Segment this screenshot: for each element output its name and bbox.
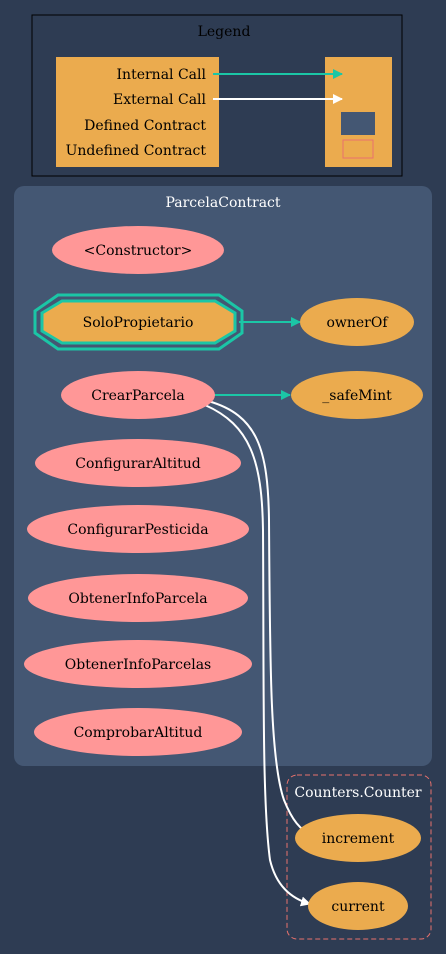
legend: Legend Internal Call External Call Defin…: [31, 14, 403, 177]
edges: [204, 317, 314, 907]
node-obtener-info-parcelas-label: ObtenerInfoParcelas: [65, 657, 211, 673]
node-obtener-info-parcela-label: ObtenerInfoParcela: [68, 591, 207, 607]
cluster-counters-counter-box: [286, 774, 432, 940]
legend-undefined-contract-label: Undefined Contract: [66, 143, 207, 159]
node-obtener-info-parcelas: ObtenerInfoParcelas: [24, 640, 252, 688]
node-current: current: [308, 882, 408, 930]
node-configurar-pesticida: ConfigurarPesticida: [27, 505, 249, 553]
node-increment-label: increment: [322, 831, 395, 847]
node-comprobar-altitud-label: ComprobarAltitud: [74, 725, 203, 741]
node-solo-propietario-label: SoloPropietario: [83, 315, 194, 331]
legend-external-call-label: External Call: [113, 92, 207, 108]
cluster-parcela-contract-title: ParcelaContract: [165, 195, 280, 211]
cluster-counters-counter: Counters.Counter: [286, 774, 432, 940]
legend-title: Legend: [198, 24, 251, 40]
node-crear-parcela-label: CrearParcela: [91, 388, 185, 404]
edge-crearparcela-increment: [207, 400, 314, 837]
node-configurar-pesticida-label: ConfigurarPesticida: [67, 522, 208, 538]
node-increment: increment: [295, 814, 421, 862]
edge-crearparcela-current: [204, 404, 311, 907]
node-crear-parcela: CrearParcela: [61, 371, 215, 419]
legend-internal-call-label: Internal Call: [117, 67, 207, 83]
node-safe-mint: _safeMint: [291, 371, 423, 419]
node-comprobar-altitud: ComprobarAltitud: [34, 708, 242, 756]
legend-defined-contract-swatch: [341, 112, 375, 135]
legend-label-panel: [56, 57, 219, 167]
cluster-counters-counter-title: Counters.Counter: [294, 785, 421, 801]
node-owner-of-label: ownerOf: [326, 315, 389, 331]
node-configurar-altitud-label: ConfigurarAltitud: [75, 456, 201, 472]
node-solo-propietario: SoloPropietario: [33, 293, 244, 351]
node-safe-mint-label: _safeMint: [322, 388, 392, 404]
nodes: <Constructor> SoloPropietario ownerOf Cr…: [24, 226, 423, 930]
legend-frame: [31, 14, 403, 177]
node-configurar-altitud: ConfigurarAltitud: [35, 439, 241, 487]
node-constructor: <Constructor>: [52, 226, 224, 274]
legend-defined-contract-label: Defined Contract: [84, 118, 206, 134]
legend-undefined-contract-swatch: [342, 139, 374, 159]
node-constructor-label: <Constructor>: [84, 243, 193, 259]
node-obtener-info-parcela: ObtenerInfoParcela: [28, 574, 248, 622]
node-owner-of: ownerOf: [300, 298, 414, 346]
node-current-label: current: [331, 899, 385, 915]
